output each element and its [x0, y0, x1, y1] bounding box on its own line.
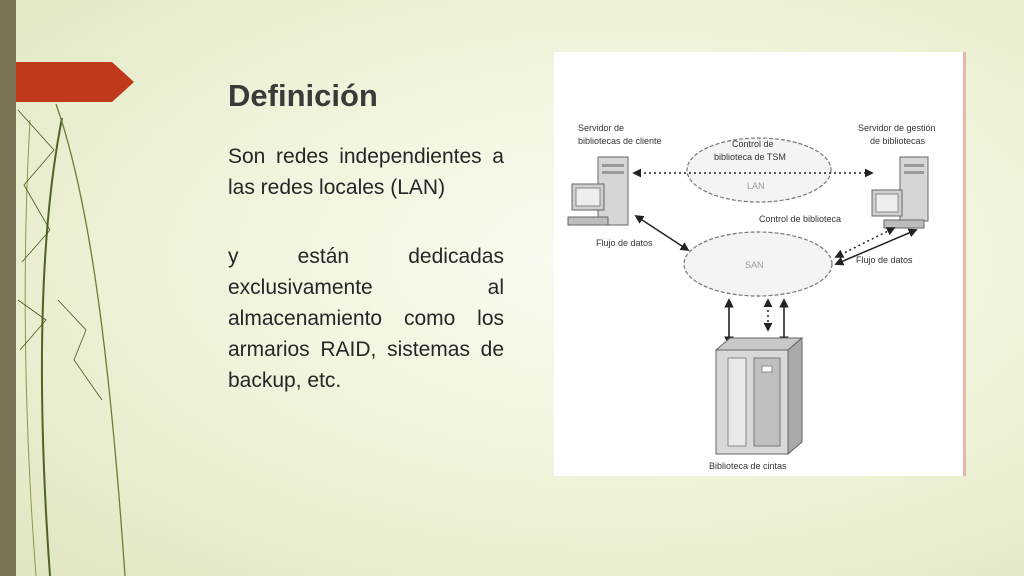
- lan-label: LAN: [747, 181, 765, 191]
- decorative-arrow-graphic: [16, 62, 134, 576]
- slide-title: Definición: [228, 78, 378, 113]
- definition-paragraph-2: y están dedicadas exclusivamente al alma…: [228, 245, 504, 392]
- library-control-label: Control de biblioteca: [759, 214, 841, 224]
- client-server-computer-icon: [567, 156, 629, 226]
- san-diagram: Servidor de bibliotecas de cliente Servi…: [554, 52, 966, 476]
- san-label: SAN: [745, 260, 764, 270]
- client-server-label-line2: bibliotecas de cliente: [578, 136, 662, 146]
- left-accent-bar: [0, 0, 16, 576]
- mgmt-server-label-line1: Servidor de gestión: [858, 123, 936, 133]
- data-flow-right-label: Flujo de datos: [856, 255, 913, 265]
- red-flag-shape: [16, 62, 134, 102]
- data-flow-right-arrow: [834, 228, 918, 266]
- tsm-control-label-line2: biblioteca de TSM: [714, 152, 786, 162]
- tape-library-label: Biblioteca de cintas: [709, 461, 787, 471]
- tape-library-icon: [714, 336, 804, 456]
- definition-paragraph-1: Son redes independientes a las redes loc…: [228, 145, 504, 199]
- client-server-label-line1: Servidor de: [578, 123, 624, 133]
- data-flow-left-arrow: [634, 215, 690, 251]
- mgmt-server-label-line2: de bibliotecas: [870, 136, 926, 146]
- diagram-right-edge: [963, 52, 966, 476]
- data-flow-left-label: Flujo de datos: [596, 238, 653, 248]
- san-ellipse: [683, 231, 833, 297]
- tsm-control-label-line1: Control de: [732, 139, 774, 149]
- mgmt-server-computer-icon: [871, 156, 929, 229]
